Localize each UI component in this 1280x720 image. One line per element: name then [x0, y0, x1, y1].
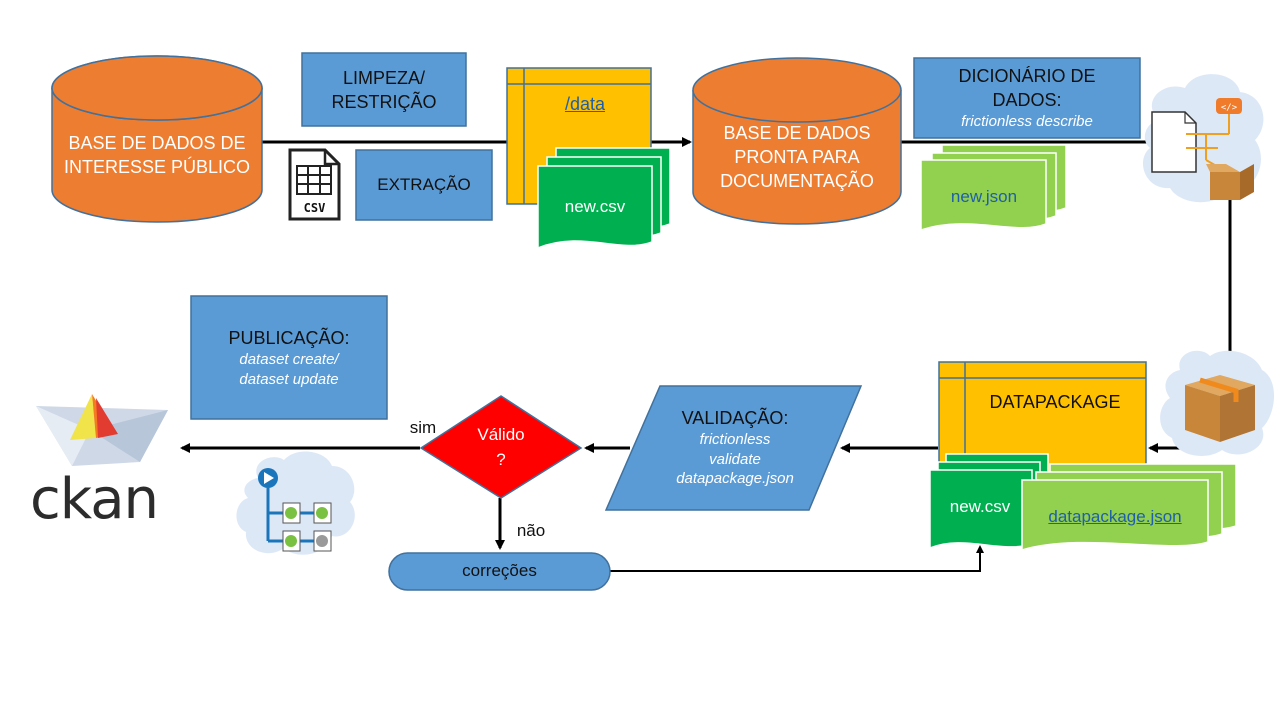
svg-text:</>: </> [1221, 103, 1238, 113]
dictionary-title: DICIONÁRIO DE DADOS: [958, 65, 1096, 110]
data-folder-link[interactable]: /data [564, 93, 606, 114]
validation-label: VALIDAÇÃO: frictionless validate datapac… [640, 394, 830, 502]
validation-cmd-1: frictionless [699, 431, 771, 449]
validation-box [604, 385, 863, 511]
valid-label-2: ? [496, 450, 506, 469]
extraction-label: EXTRAÇÃO [377, 174, 471, 194]
db-ready-label: BASE DE DADOS PRONTA PARA DOCUMENTAÇÃO [720, 122, 874, 192]
data-folder-label[interactable]: /data [540, 90, 630, 118]
publication-cmd-2: dataset update [239, 370, 339, 388]
validation-title: VALIDAÇÃO: [681, 408, 789, 429]
new-csv-top-label: new.csv [564, 196, 626, 216]
workflow-icon [236, 451, 355, 555]
datapackage-label: DATAPACKAGE [989, 391, 1121, 412]
validation-cmd-2: validate [709, 450, 761, 468]
datapackage-json-stack [1021, 463, 1237, 552]
new-json-stack [920, 144, 1067, 232]
dictionary-label: DICIONÁRIO DE DADOS: frictionless descri… [914, 58, 1140, 138]
sim-label: sim [409, 417, 437, 437]
extraction-box [355, 149, 493, 221]
box-icon [1160, 350, 1275, 457]
csv-file-icon [288, 148, 341, 221]
dictionary-box [913, 57, 1141, 139]
arrow-corrections-to-package [610, 545, 984, 572]
code-package-icon: </> [1142, 74, 1264, 203]
nao-label: não [516, 520, 546, 540]
validation-cmd-3: datapackage.json [676, 470, 794, 488]
new-json-label: new.json [950, 186, 1018, 206]
csv-icon-label: CSV [303, 200, 326, 215]
new-csv-top-stack [537, 147, 671, 250]
db-public-cylinder [51, 55, 263, 223]
db-public-label: BASE DE DADOS DE INTERESSE PÚBLICO [63, 132, 251, 177]
valid-decision [419, 395, 583, 499]
publication-title: PUBLICAÇÃO: [228, 327, 350, 348]
ckan-logo-text: ckan [30, 467, 159, 532]
publication-label: PUBLICAÇÃO: dataset create/ dataset upda… [191, 318, 387, 398]
corrections-box [388, 552, 611, 591]
valid-label: Válido ? [441, 418, 561, 478]
valid-label-1: Válido [477, 425, 525, 445]
corrections-label: correções [462, 561, 537, 581]
cleanup-label: LIMPEZA/ RESTRIÇÃO [331, 67, 437, 112]
dictionary-cmd: frictionless describe [961, 113, 1093, 131]
datapackage-json-link[interactable]: datapackage.json [1048, 506, 1182, 526]
publication-box [190, 295, 388, 420]
db-ready-cylinder [692, 57, 902, 225]
ckan-boat-icon [36, 394, 168, 466]
datapackage-json-label[interactable]: datapackage.json [1022, 502, 1208, 532]
cleanup-box [301, 52, 467, 127]
publication-cmd-1: dataset create/ [239, 351, 339, 369]
new-csv-bottom-label: new.csv [949, 496, 1011, 516]
